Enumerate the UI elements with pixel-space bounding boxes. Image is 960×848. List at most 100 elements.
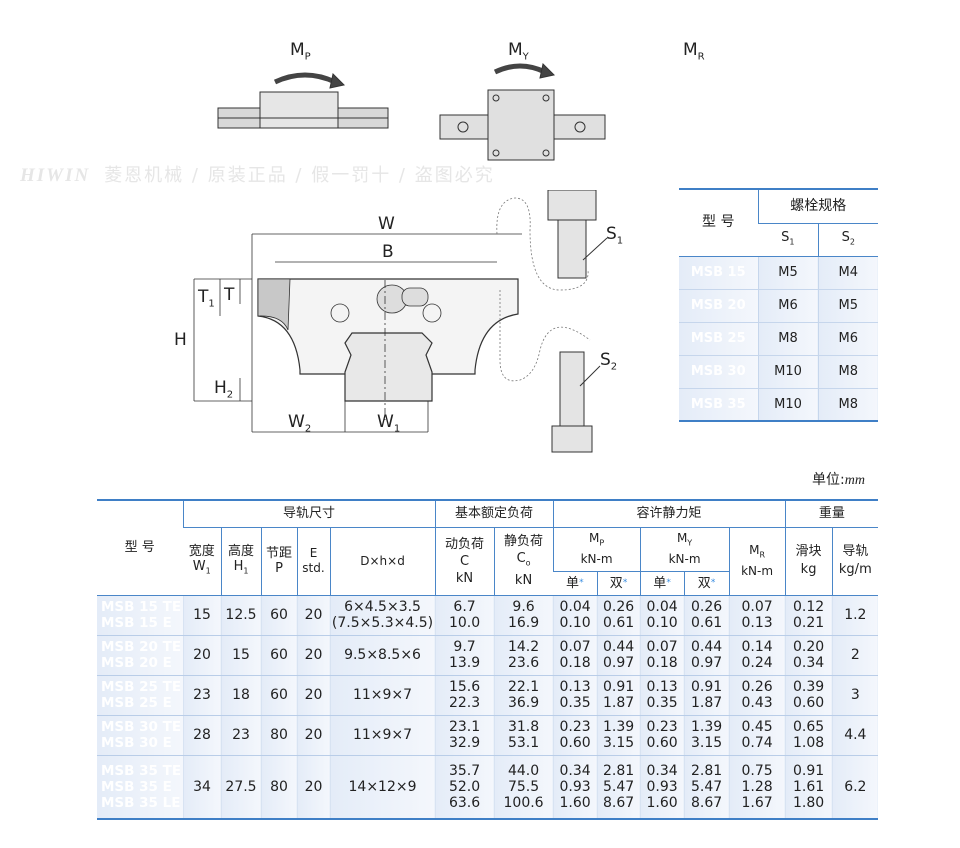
header-mp-double: 双* [596, 571, 641, 596]
my-label: MY [508, 40, 529, 63]
s1-cell: M10 [757, 355, 818, 389]
s2-cell: M4 [817, 256, 878, 290]
e-cell: 20 [296, 715, 330, 756]
dhd-cell: 11×9×7 [329, 675, 436, 716]
p-cell: 60 [260, 635, 297, 676]
h1-cell: 27.5 [220, 755, 261, 820]
s2-cell: M8 [817, 355, 878, 389]
w1-cell: 23 [182, 675, 221, 716]
dim-b: B [382, 242, 394, 262]
dhd-cell: 14×12×9 [329, 755, 436, 820]
s1-cell: M6 [757, 289, 818, 323]
header-mp-single: 单* [553, 571, 598, 596]
rail-cell: 6.2 [831, 755, 879, 820]
p-cell: 80 [260, 755, 297, 820]
w1-cell: 15 [182, 595, 221, 636]
header-my-single: 单* [639, 571, 685, 596]
bolt-s2 [551, 351, 593, 453]
s2-cell: M5 [817, 289, 878, 323]
dim-t1: T1 [198, 287, 215, 310]
header-my-double: 双* [683, 571, 730, 596]
unit-label: 单位:mm [812, 472, 865, 488]
p-cell: 80 [260, 715, 297, 756]
model-cell: MSB 30 [679, 355, 758, 389]
rail-cell: 2 [831, 635, 879, 676]
header-bolt-spec: 螺栓规格 [757, 189, 878, 224]
dim-w1: W1 [377, 412, 401, 435]
header-weight: 重量 [784, 500, 879, 528]
rail-cell: 3 [831, 675, 879, 716]
dhd-cell: 11×9×7 [329, 715, 436, 756]
mr-label: MR [683, 40, 705, 63]
dim-h2: H2 [214, 378, 234, 401]
model-cell: MSB 20 [679, 289, 758, 323]
h1-cell: 15 [220, 635, 261, 676]
dim-w: W [378, 214, 395, 234]
w1-cell: 28 [182, 715, 221, 756]
s2-cell: M8 [817, 388, 878, 422]
s1-cell: M8 [757, 322, 818, 356]
e-cell: 20 [296, 635, 330, 676]
rail-cell: 4.4 [831, 715, 879, 756]
label-s1: S1 [606, 224, 624, 247]
mp-diagram [217, 72, 389, 129]
bolt-s1 [547, 190, 597, 279]
w1-cell: 20 [182, 635, 221, 676]
header-basic-load: 基本额定负荷 [434, 500, 554, 528]
rail-cell: 1.2 [831, 595, 879, 636]
moment-diagrams [217, 62, 606, 161]
